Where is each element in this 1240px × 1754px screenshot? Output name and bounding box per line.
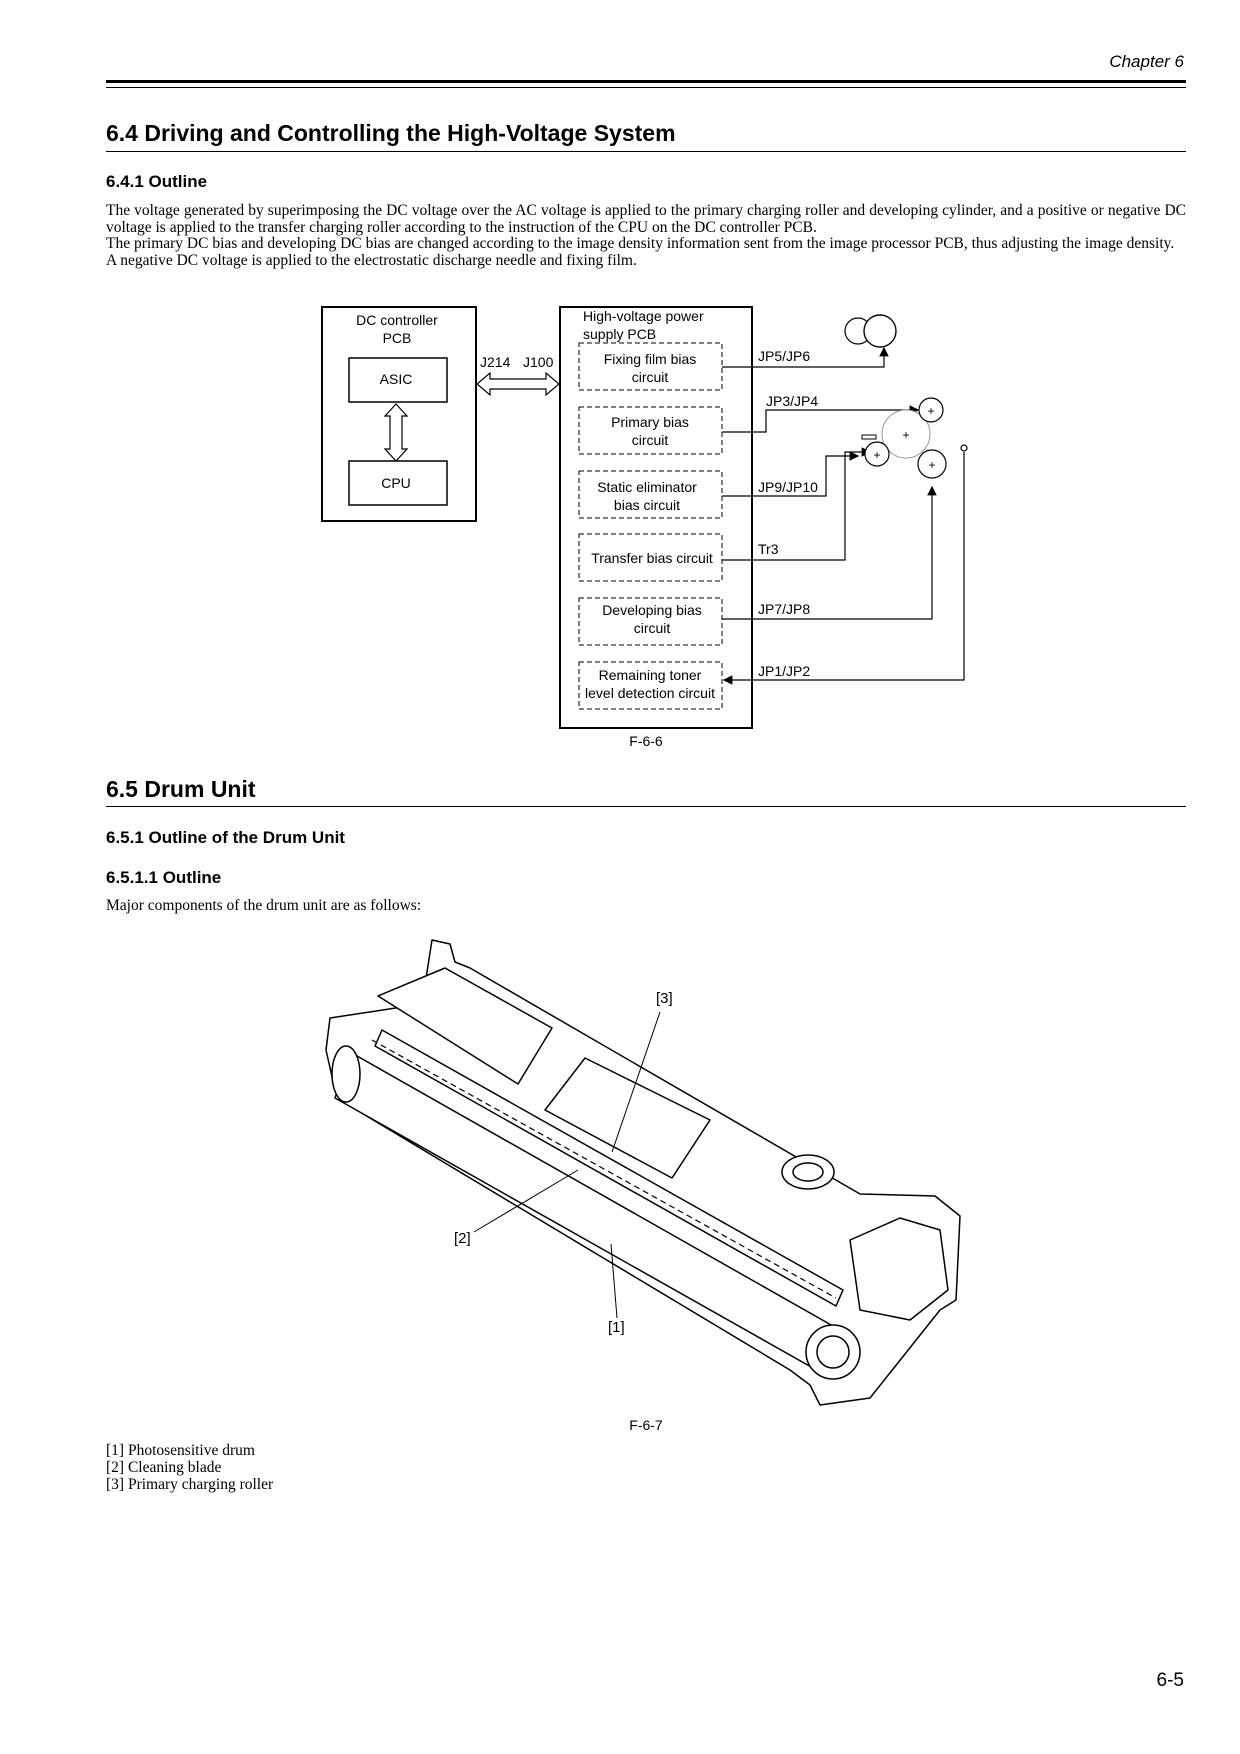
connector-jp7-jp8: JP7/JP8	[758, 601, 810, 617]
legend-item-2: [2] Cleaning blade	[106, 1459, 222, 1476]
drum-plus: +	[902, 428, 909, 442]
dc-controller-box	[321, 306, 477, 522]
svg-text:Fixing film bias: Fixing film bias	[604, 351, 697, 367]
component-legend: [1] Photosensitive drum [2] Cleaning bla…	[106, 1442, 273, 1493]
hv-pcb-label-1: High-voltage power	[583, 308, 704, 324]
cpu-label: CPU	[381, 475, 411, 491]
connector-tr3: Tr3	[758, 541, 779, 557]
drum-gear-hub	[816, 1335, 850, 1369]
section-rule-6-4	[106, 151, 1186, 152]
primary-roller-symbol	[918, 397, 944, 423]
transfer-plus: +	[873, 448, 880, 462]
drum-unit-illustration: [3] [2] [1]	[325, 939, 961, 1406]
section-title-6-4: 6.4 Driving and Controlling the High-Vol…	[106, 120, 676, 146]
subsection-title-6-4-1: 6.4.1 Outline	[106, 172, 208, 191]
connector-jp1-jp2: JP1/JP2	[758, 663, 810, 679]
cpu-box	[348, 460, 448, 506]
j214-label: J214	[480, 354, 511, 370]
photosensitive-drum-symbol	[881, 409, 931, 459]
paragraph-3: A negative DC voltage is applied to the …	[106, 251, 637, 269]
bias-wiring	[722, 346, 965, 685]
circuit-transfer-bias: Transfer bias circuit	[578, 533, 723, 582]
dc-controller-label-2: PCB	[383, 330, 412, 346]
section-title-6-5: 6.5 Drum Unit	[106, 776, 256, 802]
subsection-title-6-5-1: 6.5.1 Outline of the Drum Unit	[106, 828, 345, 847]
developing-cylinder-symbol	[917, 449, 947, 479]
svg-text:Transfer bias circuit: Transfer bias circuit	[591, 550, 713, 566]
svg-text:circuit: circuit	[632, 369, 669, 385]
circuit-developing-bias: Developing bias circuit	[578, 597, 723, 646]
callout-2: [2]	[454, 1230, 471, 1247]
subsubsection-title-6-5-1-1: 6.5.1.1 Outline	[106, 868, 222, 887]
svg-text:Primary bias: Primary bias	[611, 414, 689, 430]
asic-label: ASIC	[380, 371, 413, 387]
svg-text:level detection circuit: level detection circuit	[585, 685, 715, 701]
cleaning-blade	[371, 1039, 837, 1299]
circuit-static-eliminator: Static eliminator bias circuit	[578, 470, 723, 519]
dc-controller-label-1: DC controller	[356, 312, 438, 328]
svg-text:bias circuit: bias circuit	[614, 497, 680, 513]
callout-leaders	[473, 1011, 661, 1319]
paragraph-1: The voltage generated by superimposing t…	[106, 202, 1186, 236]
handle-ring-inner	[792, 1162, 824, 1182]
paragraph-2: The primary DC bias and developing DC bi…	[106, 235, 1175, 252]
svg-text:circuit: circuit	[634, 620, 671, 636]
connector-jp5-jp6: JP5/JP6	[758, 348, 810, 364]
developing-plus: +	[928, 458, 935, 472]
drum-left-end	[331, 1045, 361, 1103]
asic-cpu-arrow	[383, 403, 409, 462]
page-number: 6-5	[1156, 1670, 1184, 1691]
high-voltage-block-diagram: DC controller PCB ASIC CPU J214 J100 Hig…	[321, 306, 968, 729]
header-rule-thin	[106, 87, 1186, 88]
figure-caption-f-6-6: F-6-6	[629, 733, 663, 749]
figure-caption-f-6-7: F-6-7	[629, 1417, 663, 1433]
hv-pcb-box	[559, 306, 753, 729]
drum-intro: Major components of the drum unit are as…	[106, 897, 422, 914]
top-panel-1	[377, 967, 553, 1085]
section-rule-6-5	[106, 806, 1186, 807]
right-end-cap	[849, 1217, 949, 1321]
circuit-primary-bias: Primary bias circuit	[578, 406, 723, 455]
callout-3: [3]	[656, 990, 673, 1007]
j100-label: J100	[523, 354, 554, 370]
header-rule	[106, 80, 1186, 83]
svg-text:Remaining toner: Remaining toner	[599, 667, 702, 683]
svg-text:Static eliminator: Static eliminator	[597, 479, 697, 495]
chapter-label: Chapter 6	[1109, 52, 1184, 71]
top-panel-2	[544, 1057, 711, 1179]
connector-jp3-jp4: JP3/JP4	[766, 393, 818, 409]
svg-text:circuit: circuit	[632, 432, 669, 448]
discharge-needle	[960, 444, 968, 452]
asic-box	[348, 357, 448, 403]
circuit-fixing-film: Fixing film bias circuit	[578, 342, 723, 391]
legend-item-3: [3] Primary charging roller	[106, 1476, 274, 1493]
static-eliminator-symbol	[861, 434, 877, 440]
legend-item-1: [1] Photosensitive drum	[106, 1442, 255, 1459]
callout-1: [1]	[608, 1319, 625, 1336]
circuit-remaining-toner: Remaining toner level detection circuit	[578, 661, 723, 710]
svg-text:Developing bias: Developing bias	[602, 602, 702, 618]
outline-paragraphs: The voltage generated by superimposing t…	[106, 202, 1186, 269]
hv-pcb-label-2: supply PCB	[583, 326, 656, 342]
fixing-film	[863, 314, 897, 348]
primary-plus: +	[927, 404, 934, 418]
connector-jp9-jp10: JP9/JP10	[758, 479, 818, 495]
transfer-roller-symbol	[864, 441, 890, 467]
